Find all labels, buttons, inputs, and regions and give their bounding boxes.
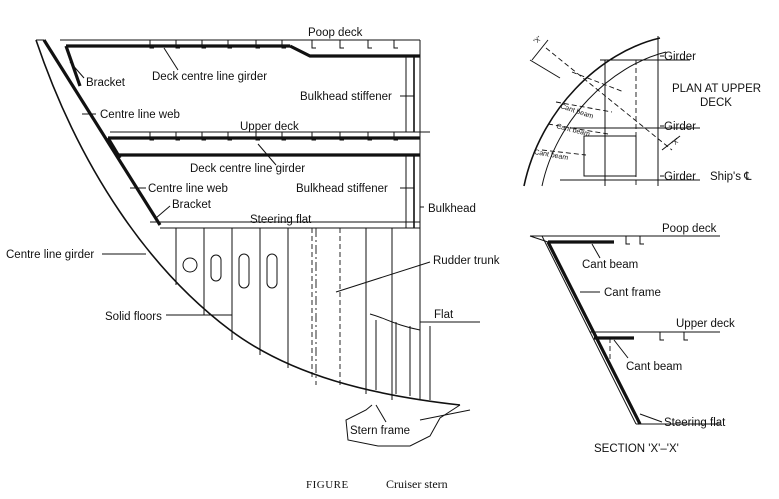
section-beams-low: [659, 332, 688, 341]
label-poop-deck: Poop deck: [308, 27, 363, 39]
label-deck-cl-girder-top: Deck centre line girder: [152, 71, 267, 83]
label-centre-line-web-top: Centre line web: [100, 109, 180, 121]
leader-lines-plan: [660, 55, 664, 177]
label-bracket-mid: Bracket: [172, 199, 212, 211]
figure-caption: FIGURE Cruiser stern: [306, 477, 448, 491]
label-section-cant-beam-low: Cant beam: [626, 361, 682, 373]
rudder-trunk-top: [369, 313, 421, 331]
label-deck-cl-girder-mid: Deck centre line girder: [190, 163, 305, 175]
label-bulkhead: Bulkhead: [428, 203, 476, 215]
label-bulkhead-stiffener-top: Bulkhead stiffener: [300, 91, 392, 103]
poop-deck-beams: [149, 40, 398, 49]
plan-cant-beams: [541, 71, 625, 156]
bracket-mid-shape: [106, 137, 122, 159]
inner-shell-web: [42, 39, 162, 226]
section-deck-edge-top: [529, 235, 549, 243]
plan-deck-edge-curve: [523, 37, 661, 187]
label-plan-cant-beam-3: Cant beam: [534, 149, 569, 162]
caption-title: Cruiser stern: [386, 477, 448, 491]
section-cant-frame: [546, 241, 642, 425]
stern-frame-shape: [345, 404, 461, 447]
section-x-x: [529, 235, 720, 425]
label-steering-flat: Steering flat: [250, 214, 312, 226]
section-beams-top: [625, 236, 644, 245]
section-arrow-tick-1: [529, 59, 561, 79]
label-stern-frame: Stern frame: [350, 425, 410, 437]
plan-inner-curve: [541, 51, 667, 187]
stern-hull-outline: [35, 39, 461, 406]
labels-plan: Girder PLAN AT UPPER DECK Girder Girder …: [533, 35, 761, 183]
label-plan-title-2: DECK: [700, 97, 732, 109]
label-plan-girder-2: Girder: [664, 121, 696, 133]
labels-main: Poop deck Bracket Deck centre line girde…: [6, 27, 500, 437]
section-arrow-line-1: [531, 39, 549, 61]
label-bulkhead-stiffener-mid: Bulkhead stiffener: [296, 183, 388, 195]
label-x-mark-1: 'X': [533, 35, 543, 45]
leader-lines-main: [69, 47, 431, 423]
label-centre-line-web-mid: Centre line web: [148, 183, 228, 195]
label-section-poop-deck: Poop deck: [662, 223, 717, 235]
label-ships-centreline: Ship's ℄: [710, 171, 752, 183]
label-section-steering-flat: Steering flat: [664, 417, 726, 429]
label-centre-line-girder: Centre line girder: [6, 249, 94, 261]
label-x-mark-2: 'X': [671, 137, 681, 147]
label-solid-floors: Solid floors: [105, 311, 162, 323]
labels-section: Poop deck Cant beam Cant frame Upper dec…: [582, 223, 735, 455]
section-cut-line: [545, 47, 673, 151]
upper-deck-beams: [149, 132, 398, 141]
section-arrow-line-2: [661, 135, 681, 151]
label-flat: Flat: [434, 309, 454, 321]
label-plan-girder-1: Girder: [664, 51, 696, 63]
label-section-title: SECTION 'X'–'X': [594, 443, 679, 455]
main-profile-drawing: [35, 39, 480, 447]
label-section-upper-deck: Upper deck: [676, 318, 735, 330]
solid-floors: [175, 228, 393, 400]
label-plan-cant-beam-1: Cant beam: [559, 103, 594, 120]
leader-lines-section: [580, 243, 663, 423]
plan-hatch: [583, 135, 637, 177]
poop-deck-girder-step: [289, 44, 420, 58]
label-section-cant-beam-top: Cant beam: [582, 259, 638, 271]
section-hull-outer: [541, 235, 637, 425]
lightening-holes: [182, 253, 278, 289]
caption-figure-word: FIGURE: [306, 479, 349, 491]
plan-at-upper-deck: [523, 36, 700, 187]
label-upper-deck: Upper deck: [240, 121, 299, 133]
label-plan-title-1: PLAN AT UPPER: [672, 83, 761, 95]
label-bracket-top: Bracket: [86, 77, 126, 89]
rudder-trunk-verticals: [375, 320, 431, 400]
label-section-cant-frame: Cant frame: [604, 287, 661, 299]
label-plan-girder-3: Girder: [664, 171, 696, 183]
stern-frame-skeg: [419, 409, 471, 421]
label-rudder-trunk: Rudder trunk: [433, 255, 500, 267]
